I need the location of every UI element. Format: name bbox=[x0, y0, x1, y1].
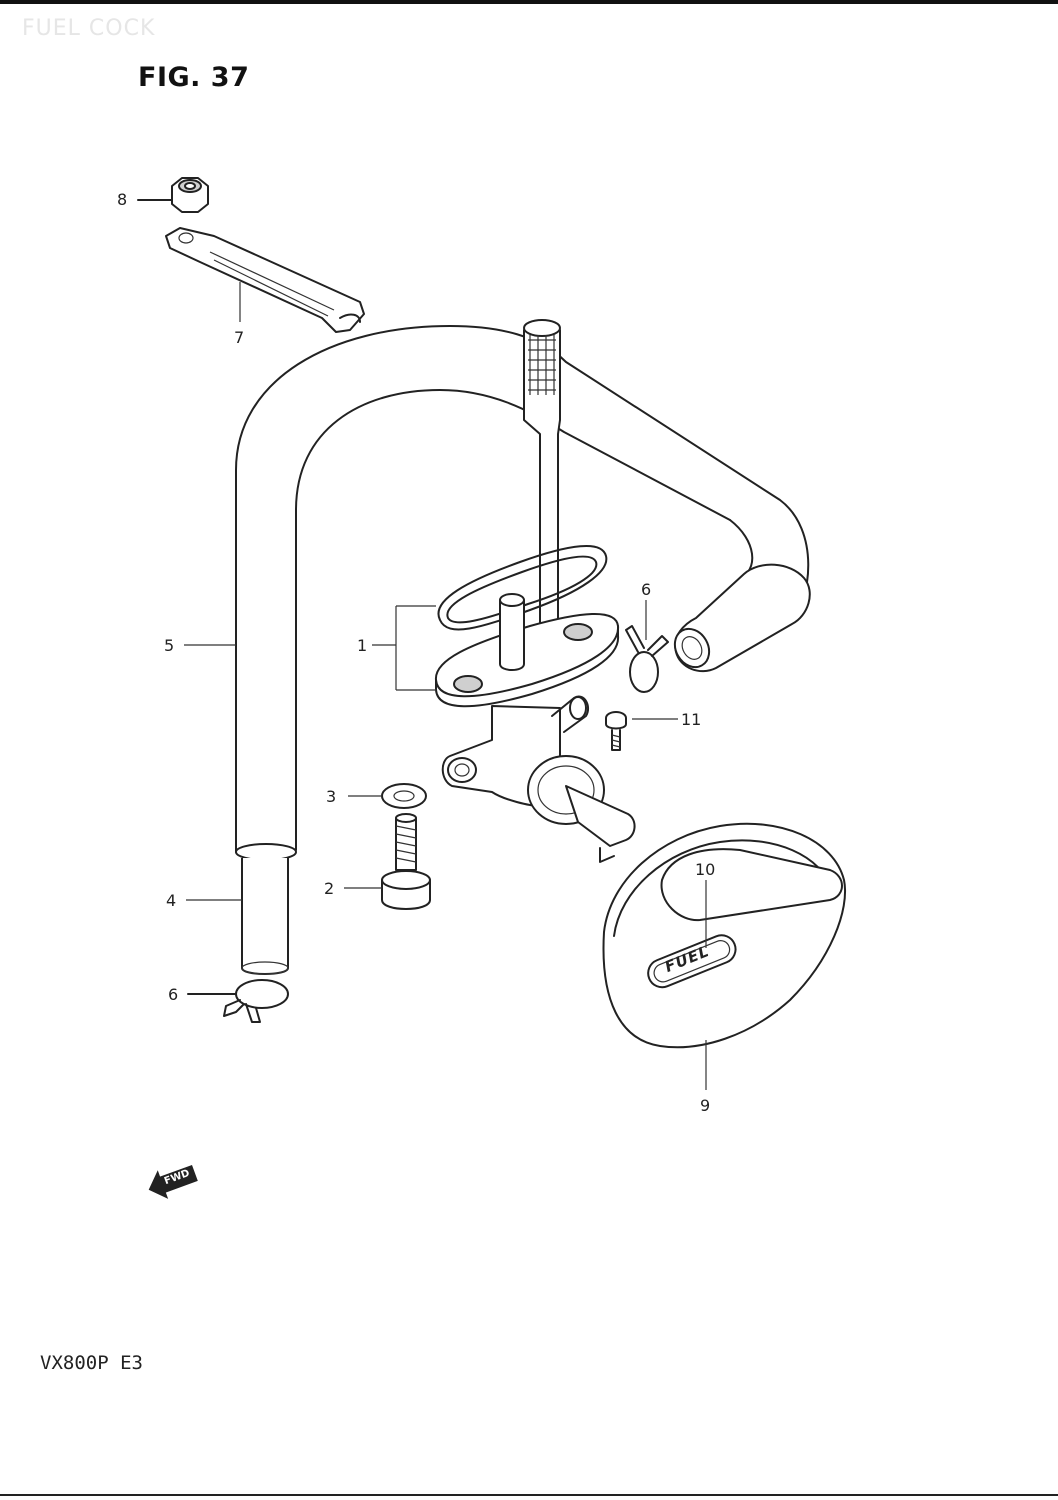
hose-outlet-end bbox=[673, 563, 811, 673]
part-7-bracket[interactable] bbox=[165, 227, 365, 333]
fuel-cock-body bbox=[441, 695, 636, 863]
part-3-washer[interactable] bbox=[381, 783, 427, 809]
model-code: VX800P E3 bbox=[40, 1352, 143, 1374]
part-4-pipe[interactable] bbox=[241, 858, 289, 975]
leader-1-bracket bbox=[372, 605, 436, 691]
top-border bbox=[0, 0, 1058, 4]
callout-7: 7 bbox=[234, 328, 245, 347]
part-8-nut[interactable] bbox=[171, 177, 209, 213]
callout-10: 10 bbox=[695, 860, 716, 879]
part-6-clip-upper[interactable] bbox=[625, 625, 669, 693]
callout-3: 3 bbox=[326, 787, 337, 806]
faded-section-title: FUEL COCK bbox=[22, 16, 156, 41]
callout-9: 9 bbox=[700, 1096, 711, 1115]
part-11-screw[interactable] bbox=[605, 711, 627, 751]
callout-6-lower: 6 bbox=[168, 985, 179, 1004]
part-2-bolt[interactable] bbox=[381, 813, 431, 910]
callout-8: 8 bbox=[117, 190, 128, 209]
figure-title: FIG. 37 bbox=[138, 62, 250, 93]
callout-6-upper: 6 bbox=[641, 580, 652, 599]
callout-11: 11 bbox=[681, 710, 702, 729]
callout-5: 5 bbox=[164, 636, 175, 655]
forward-arrow-icon bbox=[148, 1164, 198, 1199]
part-1-cock-gasket-set[interactable] bbox=[434, 545, 620, 708]
callout-1: 1 bbox=[357, 636, 368, 655]
callout-4: 4 bbox=[166, 891, 177, 910]
part-9-cover[interactable] bbox=[602, 822, 846, 1049]
callout-2: 2 bbox=[324, 879, 335, 898]
bottom-border bbox=[0, 1494, 1058, 1496]
part-6-clip-lower[interactable] bbox=[223, 979, 289, 1023]
